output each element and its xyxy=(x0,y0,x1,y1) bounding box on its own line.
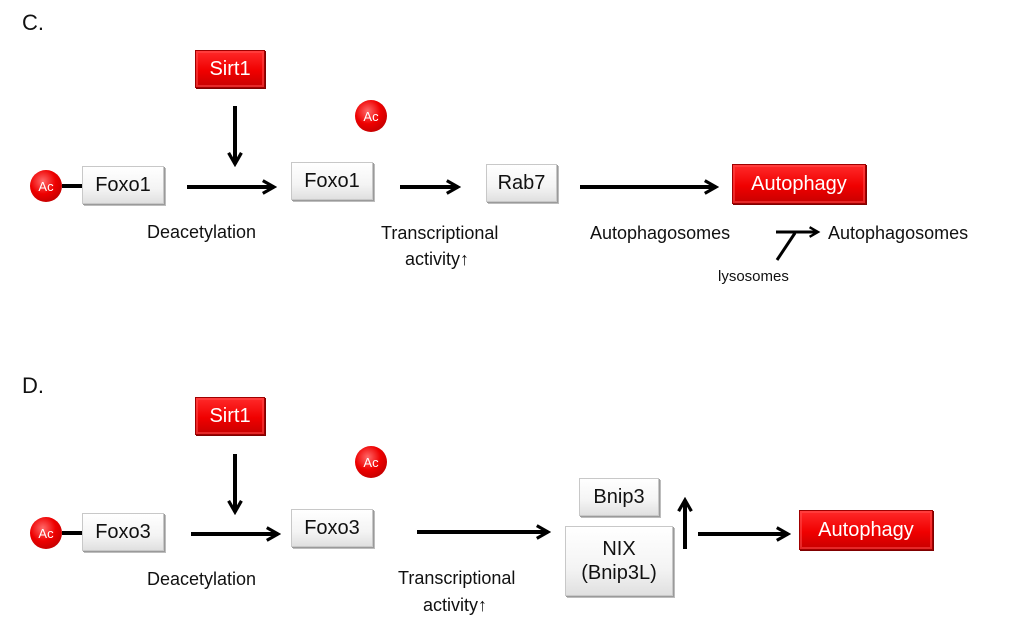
d-deacetylation-label: Deacetylation xyxy=(147,569,257,589)
c-lysosomes-label: lysosomes xyxy=(718,268,789,285)
d-foxo3-acetylated-box: Foxo3 xyxy=(82,513,164,551)
c-attached-acetyl-icon: Ac xyxy=(30,170,62,202)
c-activity-label: activity↑ xyxy=(405,249,470,269)
d-transcriptional-label: Transcriptional xyxy=(398,568,516,588)
panel-d-label: D. xyxy=(22,373,44,398)
c-autophagosomes-label: Autophagosomes xyxy=(590,223,731,243)
d-activity-label: activity↑ xyxy=(423,595,488,615)
d-foxo3-box: Foxo3 xyxy=(291,509,373,547)
c-lysosome-line xyxy=(775,232,797,261)
c-autophagy-box: Autophagy xyxy=(732,164,866,204)
d-sirt1-box: Sirt1 xyxy=(195,397,265,435)
c-autophagosomes-fused-label: Autophagosomes xyxy=(828,223,969,243)
d-nix-label: NIX xyxy=(602,538,636,560)
c-transcriptional-label: Transcriptional xyxy=(381,223,499,243)
panel-c-label: C. xyxy=(22,10,44,35)
d-bnip3-box: Bnip3 xyxy=(579,478,659,516)
d-nix-box: NIX (Bnip3L) xyxy=(565,526,673,596)
c-sirt1-box: Sirt1 xyxy=(195,50,265,88)
d-autophagy-box: Autophagy xyxy=(799,510,933,550)
c-released-acetyl-icon: Ac xyxy=(355,100,387,132)
d-released-acetyl-icon: Ac xyxy=(355,446,387,478)
c-rab7-box: Rab7 xyxy=(486,164,557,202)
c-foxo1-acetylated-box: Foxo1 xyxy=(82,166,164,204)
d-bnip3l-label: (Bnip3L) xyxy=(581,562,657,584)
c-foxo1-box: Foxo1 xyxy=(291,162,373,200)
c-deacetylation-label: Deacetylation xyxy=(147,222,257,242)
d-attached-acetyl-icon: Ac xyxy=(30,517,62,549)
